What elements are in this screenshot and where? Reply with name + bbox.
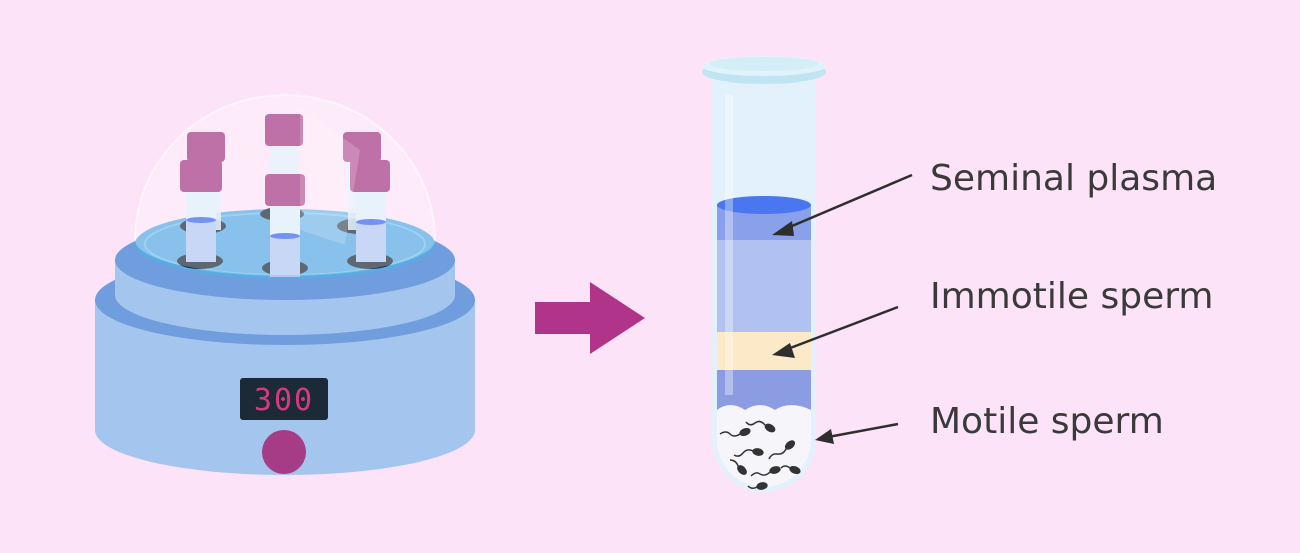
sperm-cells [719, 420, 801, 490]
layer-seminal-plasma-top [717, 196, 811, 214]
tube-highlight [725, 95, 733, 395]
pointer-immotile-sperm [784, 305, 899, 352]
dome-reflection [300, 108, 360, 245]
sample-tube [350, 160, 390, 262]
sample-tube [180, 160, 222, 262]
pointer-arrows [772, 173, 913, 444]
label-seminal-plasma: Seminal plasma [930, 158, 1217, 199]
sample-tube [265, 174, 305, 277]
layer-immotile-sperm [717, 332, 811, 370]
label-motile-sperm: Motile sperm [930, 401, 1164, 442]
layer-gradient [717, 240, 811, 332]
centrifuge-display-value: 300 [254, 383, 314, 418]
pointer-seminal-plasma [784, 173, 913, 231]
separated-tube [702, 56, 826, 492]
centrifuge-power-button[interactable] [262, 430, 306, 474]
centrifuge: 300 [95, 94, 475, 475]
pointer-motile-sperm [827, 422, 899, 439]
right-arrow-icon [535, 282, 645, 354]
centrifuge-display [240, 378, 328, 420]
centrifuge-glass-dome [135, 95, 435, 275]
layer-gradient-lower [717, 370, 811, 410]
label-immotile-sperm: Immotile sperm [930, 276, 1213, 317]
